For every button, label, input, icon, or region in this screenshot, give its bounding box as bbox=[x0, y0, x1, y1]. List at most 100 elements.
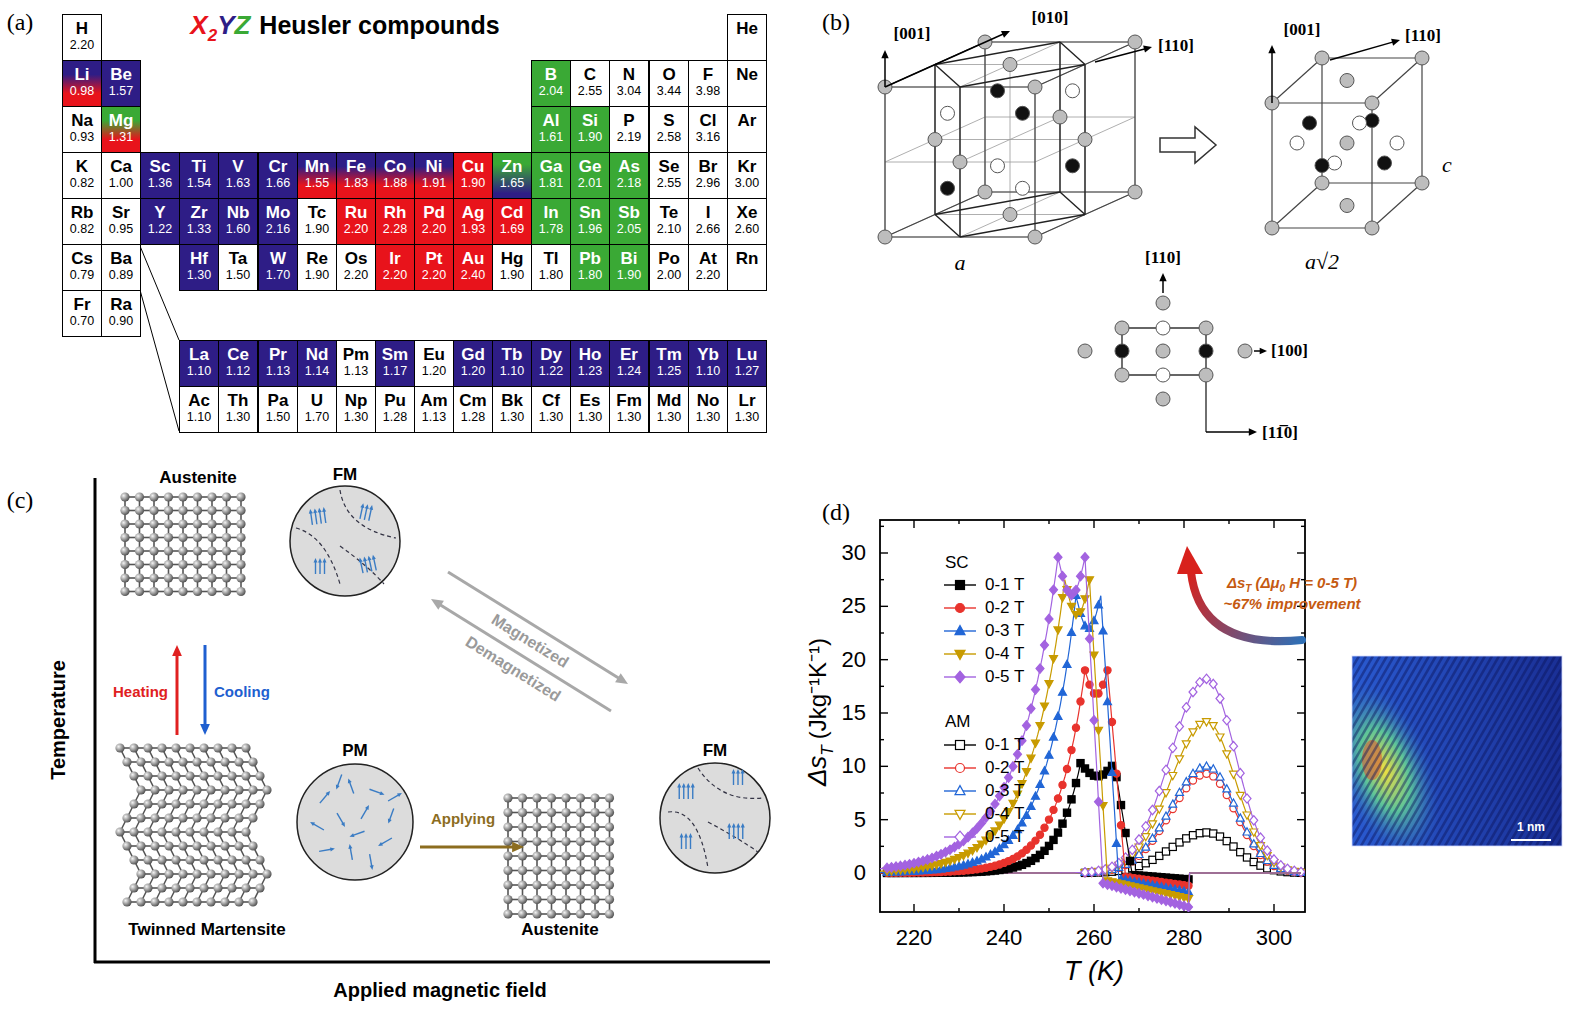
electronegativity: 1.28 bbox=[461, 410, 485, 424]
element-cell: Ba0.89 bbox=[101, 244, 141, 291]
lattice-atom bbox=[241, 799, 250, 808]
element-cell: Tb1.10 bbox=[492, 340, 532, 387]
legend-text: 0-1 T bbox=[985, 576, 1024, 595]
element-symbol: Md bbox=[657, 391, 682, 410]
label-part: H = 0-5 T) bbox=[1289, 575, 1357, 592]
data-marker bbox=[1032, 792, 1040, 799]
electronegativity: 1.10 bbox=[187, 364, 211, 378]
electronegativity: 2.20 bbox=[344, 268, 368, 282]
electronegativity: 1.50 bbox=[226, 268, 250, 282]
tem-spot bbox=[1362, 740, 1382, 780]
tick bbox=[1273, 520, 1274, 528]
element-symbol: Es bbox=[580, 391, 601, 410]
label-part: Δs bbox=[803, 756, 832, 786]
lattice-atom bbox=[120, 546, 129, 555]
label: 15 bbox=[842, 701, 866, 725]
lattice-atom bbox=[222, 506, 231, 515]
electronegativity: 1.30 bbox=[578, 410, 602, 424]
lattice-atom bbox=[185, 827, 194, 836]
lattice-atom bbox=[193, 573, 202, 582]
spin-arrow-head bbox=[359, 558, 363, 563]
element-symbol: Zn bbox=[502, 157, 523, 176]
element-cell: Fm1.30 bbox=[609, 386, 649, 433]
element-cell: Cd1.69 bbox=[492, 198, 532, 245]
element-symbol: Cs bbox=[71, 249, 93, 268]
element-cell: Eu1.20 bbox=[414, 340, 454, 387]
label-part: Heusler compounds bbox=[259, 12, 499, 40]
element-symbol: Co bbox=[384, 157, 407, 176]
spin-arrow-head bbox=[682, 783, 686, 788]
electronegativity: 2.10 bbox=[657, 222, 681, 236]
lattice-atom bbox=[236, 533, 245, 542]
tick bbox=[1301, 739, 1305, 740]
tick bbox=[1301, 792, 1305, 793]
element-cell: Te2.10 bbox=[649, 198, 689, 245]
lattice-atom bbox=[236, 587, 245, 596]
lattice-atom bbox=[248, 757, 257, 766]
element-cell: Os2.20 bbox=[336, 244, 376, 291]
lattice-atom bbox=[192, 841, 201, 850]
lattice-atom bbox=[129, 743, 138, 752]
lattice-atom bbox=[149, 560, 158, 569]
lattice-atom bbox=[241, 743, 250, 752]
tick bbox=[1301, 526, 1305, 527]
lattice-atom bbox=[561, 851, 570, 860]
atom bbox=[1066, 84, 1080, 98]
data-marker bbox=[1209, 679, 1217, 688]
data-marker bbox=[1054, 712, 1062, 719]
data-marker bbox=[1117, 822, 1124, 829]
lattice-atom bbox=[157, 743, 166, 752]
lattice-atom bbox=[136, 785, 145, 794]
lattice-atom bbox=[120, 587, 129, 596]
data-marker bbox=[1032, 740, 1040, 747]
data-marker bbox=[1162, 765, 1170, 774]
label: [110] bbox=[1158, 37, 1194, 56]
element-cell: Md1.30 bbox=[649, 386, 689, 433]
element-cell: Ra0.90 bbox=[101, 290, 141, 337]
element-cell: Xe2.60 bbox=[727, 198, 767, 245]
element-cell: Sr0.95 bbox=[101, 198, 141, 245]
element-cell: Na0.93 bbox=[62, 106, 102, 153]
lattice-atom bbox=[120, 492, 129, 501]
element-symbol: Li bbox=[74, 65, 89, 84]
lattice-atom bbox=[120, 560, 129, 569]
spin-arrow bbox=[388, 795, 399, 801]
element-symbol: O bbox=[662, 65, 675, 84]
label: (a) bbox=[7, 9, 34, 35]
lattice-atom bbox=[236, 573, 245, 582]
lattice-atom bbox=[503, 909, 512, 918]
tick bbox=[1048, 908, 1049, 912]
heating-arrow bbox=[176, 654, 179, 735]
lattice-atom bbox=[576, 880, 585, 889]
lanthanide-leader bbox=[140, 246, 179, 340]
lattice-atom bbox=[135, 560, 144, 569]
atom bbox=[1028, 80, 1042, 94]
atom bbox=[1156, 296, 1170, 310]
atom bbox=[1340, 74, 1354, 88]
spin-arrow bbox=[737, 773, 738, 785]
axis-line bbox=[94, 478, 97, 963]
data-marker bbox=[1196, 764, 1204, 771]
lattice-atom bbox=[178, 506, 187, 515]
periodic-table-lines bbox=[140, 246, 179, 431]
electronegativity: 0.93 bbox=[70, 130, 94, 144]
lattice-atom bbox=[248, 869, 257, 878]
element-symbol: Ge bbox=[579, 157, 602, 176]
axis-arrow bbox=[1271, 52, 1273, 103]
element-cell: Ar bbox=[727, 106, 767, 153]
element-cell: Ti1.54 bbox=[179, 152, 219, 199]
spin-arrow bbox=[361, 808, 367, 819]
tick bbox=[1301, 632, 1305, 633]
axis-arrow-head bbox=[1268, 45, 1275, 53]
lattice-atom bbox=[150, 869, 159, 878]
element-cell: Se2.55 bbox=[649, 152, 689, 199]
crystal-structure bbox=[878, 31, 1429, 436]
lattice-atom bbox=[262, 869, 271, 878]
electronegativity: 1.80 bbox=[539, 268, 563, 282]
element-cell: He bbox=[727, 14, 767, 61]
lattice-atom bbox=[122, 897, 131, 906]
data-marker bbox=[1059, 595, 1067, 602]
domain-wall bbox=[296, 528, 340, 584]
axis-arrow bbox=[1330, 42, 1394, 60]
lattice-atom bbox=[234, 813, 243, 822]
